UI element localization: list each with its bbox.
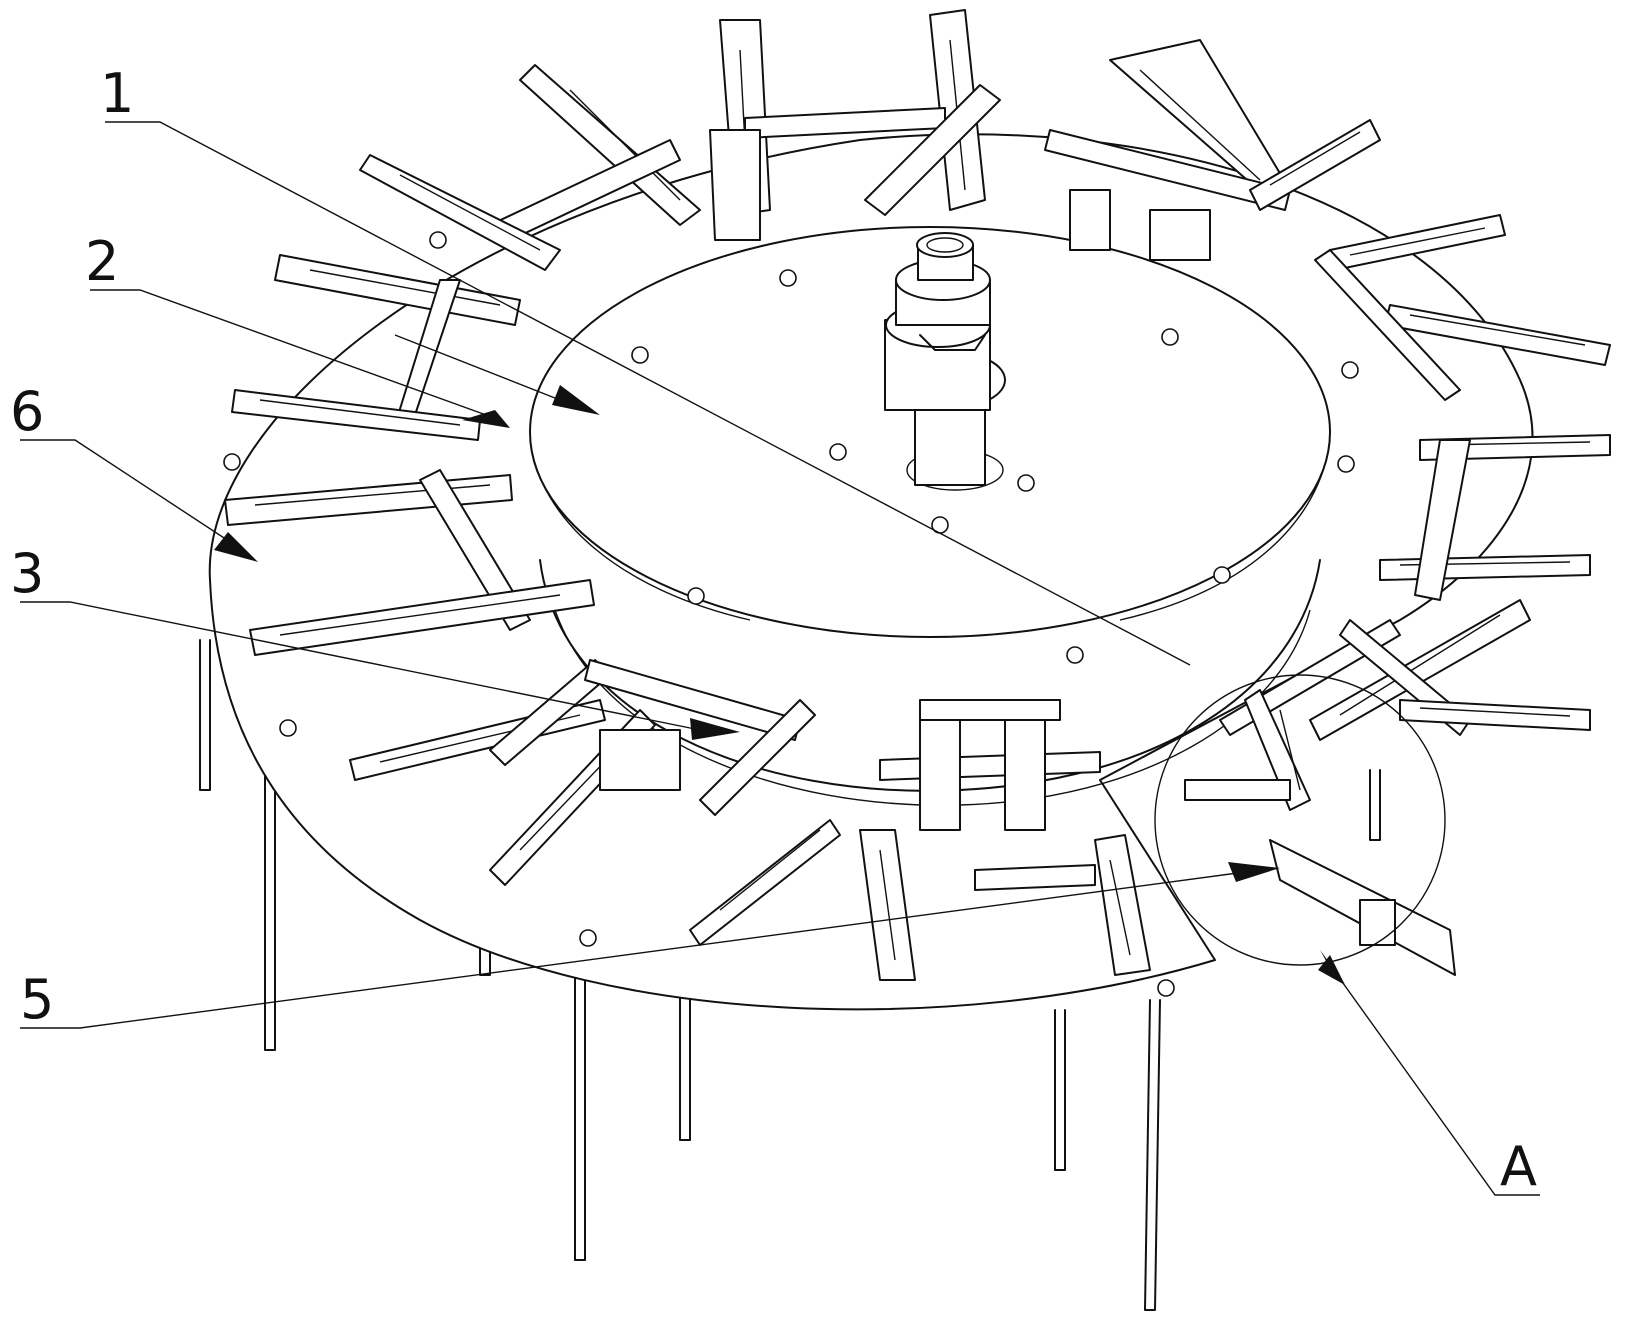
callout-label-3: 3: [10, 542, 44, 605]
bolts: [223, 231, 1359, 997]
clamp-arms: [224, 9, 1611, 981]
callout-label-2: 2: [85, 230, 119, 293]
callout-label-1: 1: [100, 62, 134, 125]
callout-label-A: A: [1500, 1135, 1537, 1198]
central-shaft: [884, 232, 1006, 491]
callout-label-5: 5: [20, 968, 54, 1031]
callout-label-6: 6: [10, 380, 44, 443]
callout-leaders: [20, 121, 1540, 1196]
support-legs: [199, 639, 1381, 1311]
callout-labels: 1 2 6 3 5 A: [10, 62, 1537, 1198]
